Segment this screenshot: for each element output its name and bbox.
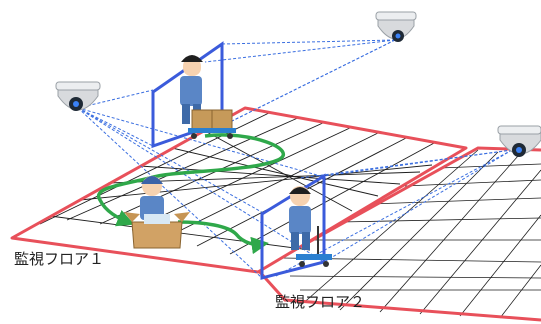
camera-left	[55, 81, 101, 111]
floor-1-grid	[39, 111, 437, 255]
worker-with-cart-2	[289, 186, 332, 267]
floor-2-label: 監視フロア２	[275, 293, 366, 311]
worker-with-box	[124, 176, 190, 249]
worker-with-cart-1	[180, 55, 236, 139]
floor-1	[10, 106, 468, 274]
floor-2	[254, 146, 541, 322]
floor-1-label: 監視フロア１	[14, 250, 105, 268]
camera-top-right	[375, 11, 417, 42]
camera-right	[497, 125, 541, 157]
movement-path	[96, 133, 286, 255]
floor-2-grid	[281, 149, 541, 319]
